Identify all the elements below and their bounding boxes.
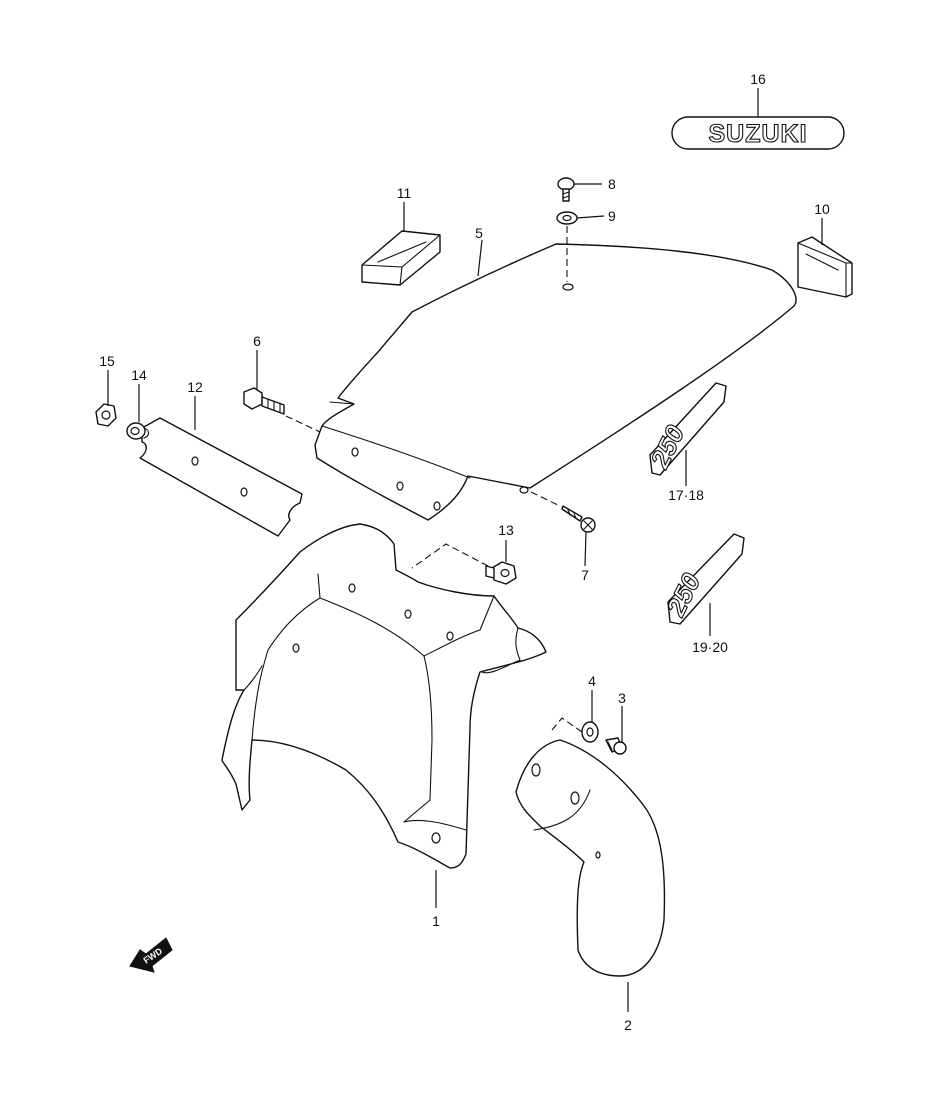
rear-fender-lower-1 (221, 523, 547, 869)
callout-5: 5 (475, 225, 483, 241)
model-emblem-19-20: 250 (659, 533, 745, 625)
side-cover-2 (515, 739, 666, 977)
callout-2: 2 (624, 1017, 632, 1033)
callout-13: 13 (498, 522, 514, 538)
cushion-block-10 (797, 236, 853, 298)
callout-11: 11 (397, 185, 412, 201)
cushion-block-11 (361, 230, 441, 286)
callout-3: 3 (618, 690, 626, 706)
screw-8 (557, 177, 575, 202)
callout-8: 8 (608, 176, 616, 192)
leader-lines (107, 88, 823, 1012)
callout-17-18: 17·18 (668, 487, 704, 503)
rear-fender-panel-5 (314, 243, 797, 521)
callout-14: 14 (131, 367, 147, 383)
bracket-plate-12 (139, 417, 303, 537)
bolt-13 (485, 561, 517, 585)
callout-7: 7 (581, 567, 589, 583)
tapping-screw-7 (561, 505, 596, 533)
suzuki-badge-text: SUZUKI (708, 120, 807, 148)
bolt-3 (605, 737, 627, 755)
callout-9: 9 (608, 208, 616, 224)
callout-10: 10 (814, 201, 830, 217)
callout-6: 6 (253, 333, 261, 349)
callout-4: 4 (588, 673, 596, 689)
callout-15: 15 (99, 353, 115, 369)
callout-labels: 16 11 10 8 9 5 6 15 14 12 17·18 13 7 19·… (99, 71, 830, 1033)
callout-16: 16 (750, 71, 766, 87)
callout-1: 1 (432, 913, 440, 929)
bolt-6 (243, 387, 285, 415)
grommet-14 (126, 422, 150, 440)
callout-19-20: 19·20 (692, 639, 728, 655)
fwd-direction-arrow: FWD (129, 937, 173, 973)
callout-12: 12 (187, 379, 203, 395)
washer-4 (581, 721, 599, 743)
suzuki-badge: SUZUKI (671, 116, 845, 150)
washer-9 (556, 211, 578, 225)
nut-15 (95, 403, 117, 427)
